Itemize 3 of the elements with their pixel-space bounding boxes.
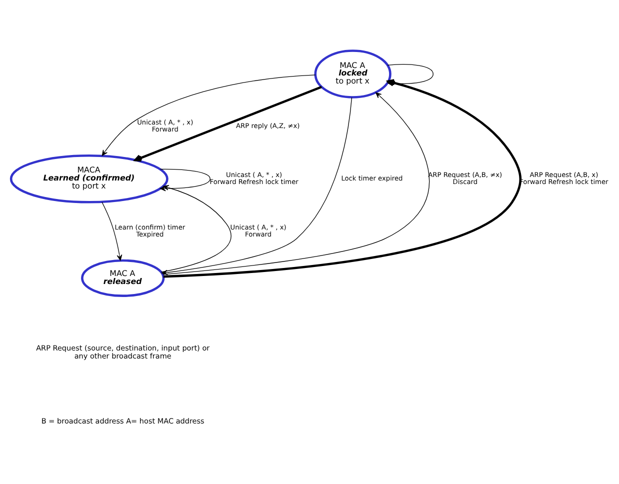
arrow — [134, 86, 322, 162]
arrow — [102, 202, 122, 261]
arrow — [102, 74, 316, 156]
